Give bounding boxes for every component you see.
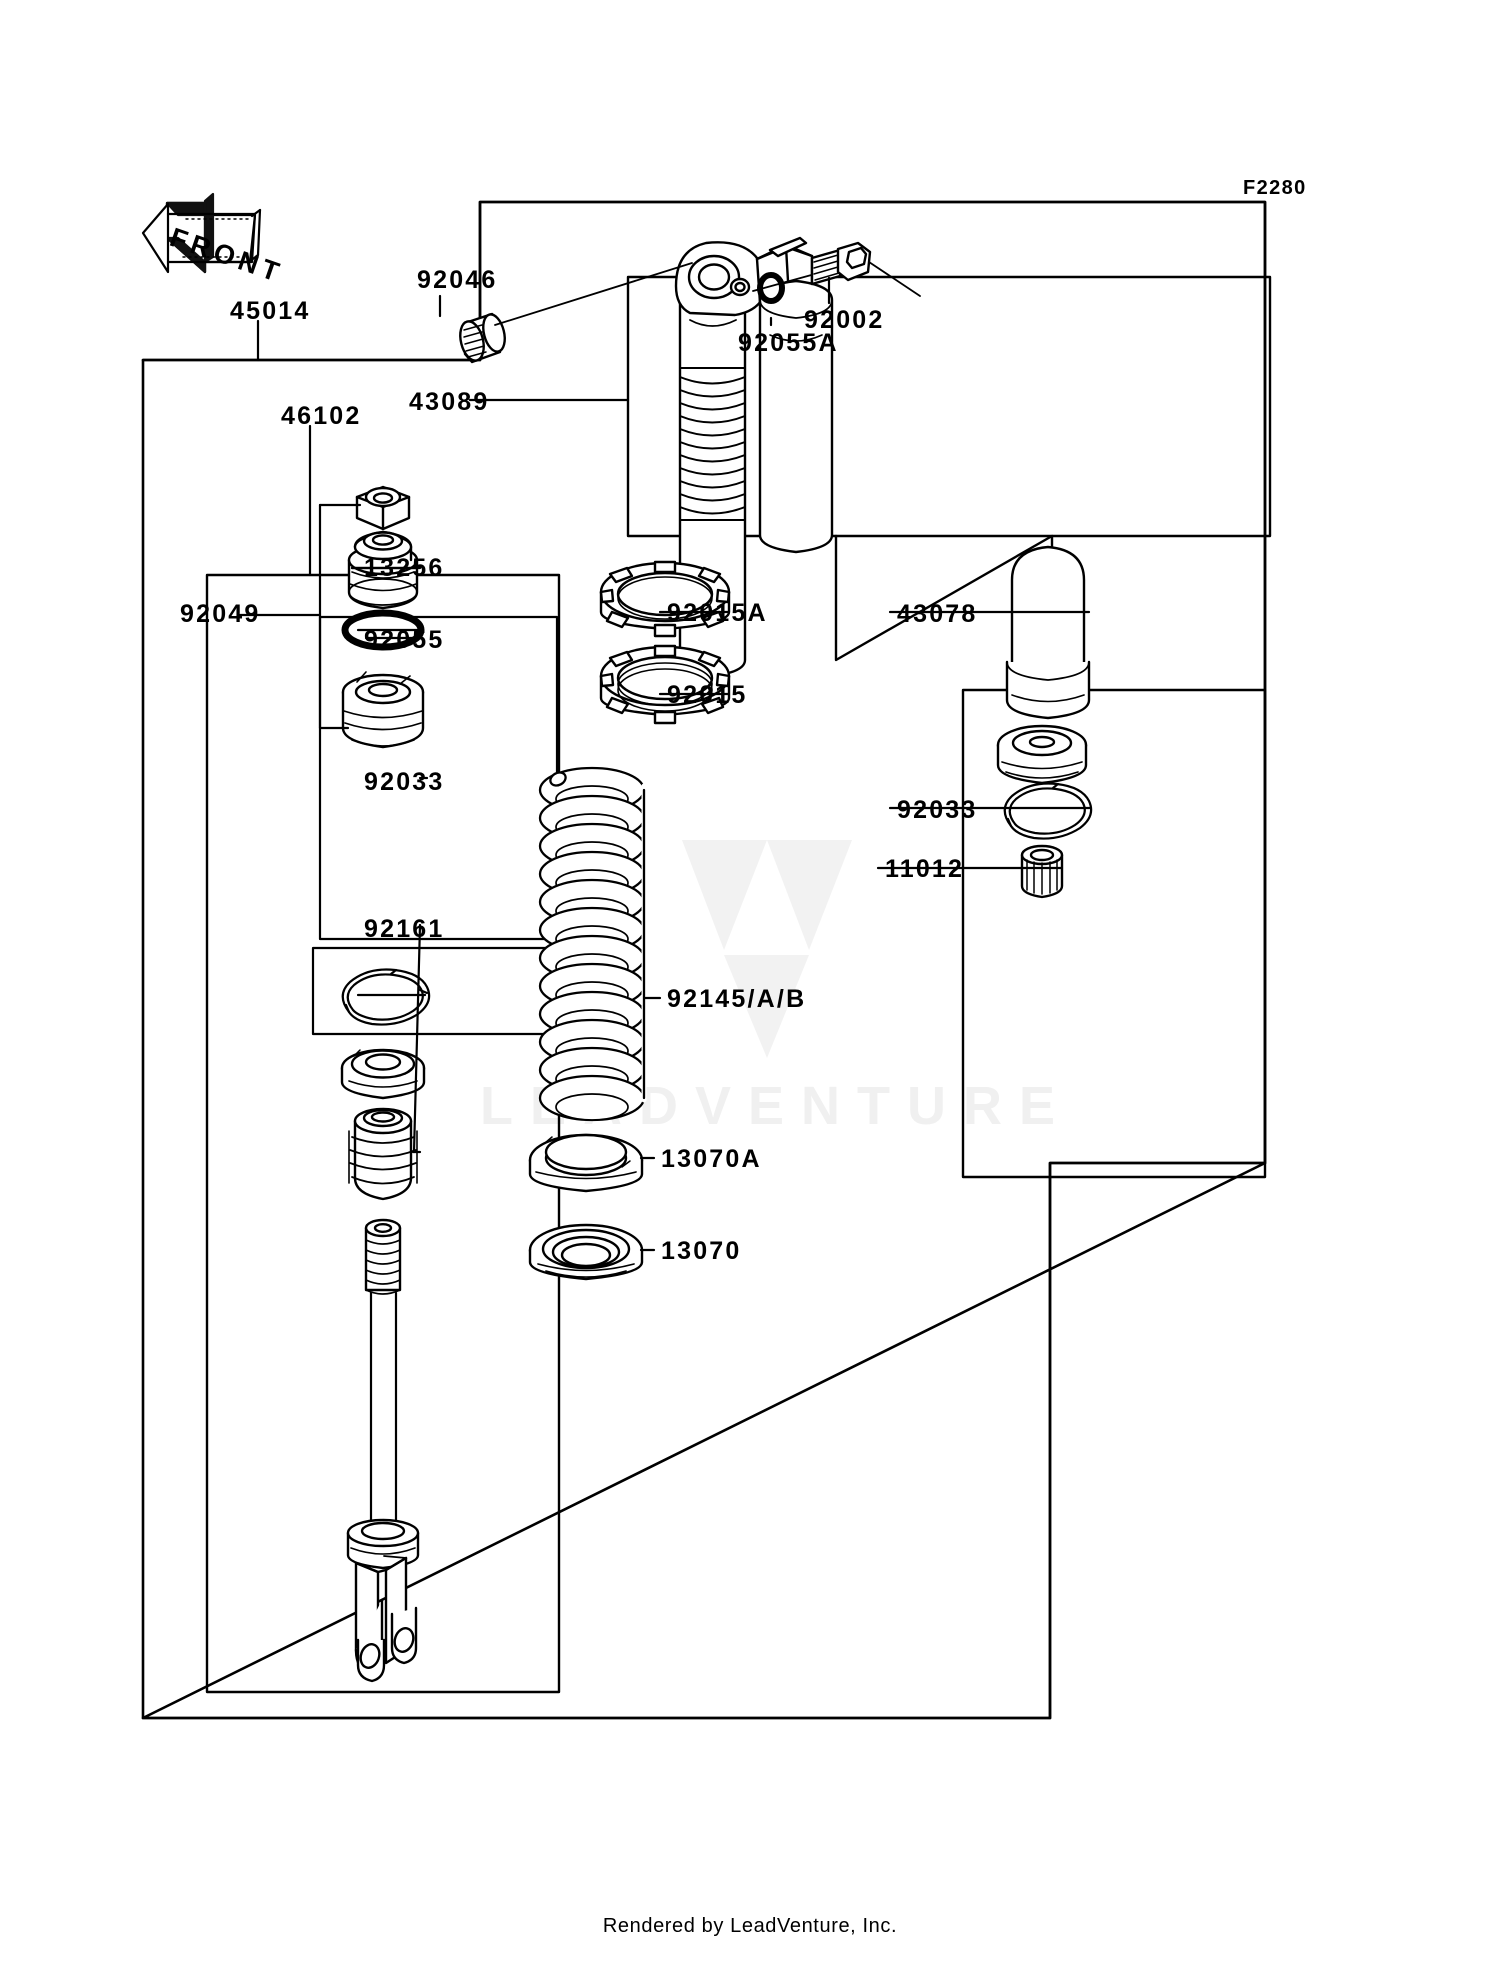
- bump-damper-92161-drawing: [348, 1107, 418, 1201]
- label-43089[interactable]: 43089: [409, 388, 490, 416]
- spring-seat-13070a-drawing: [528, 1133, 644, 1193]
- figure-code: F2280: [1243, 177, 1307, 199]
- label-43078[interactable]: 43078: [897, 600, 978, 628]
- damper-rod-drawing: [346, 1218, 420, 1683]
- label-92161[interactable]: 92161: [364, 915, 445, 943]
- label-92015[interactable]: 92015: [667, 681, 748, 709]
- front-arrow-icon: [141, 192, 262, 274]
- lock-nut-drawing: [355, 485, 411, 531]
- adjuster-ring-92015a-drawing: [599, 560, 731, 638]
- bladder-43078-drawing: [1005, 545, 1091, 720]
- label-92002[interactable]: 92002: [804, 306, 885, 334]
- snap-ring-left-drawing: [341, 968, 431, 1026]
- leader-lines: [238, 276, 1092, 1252]
- needle-bearing-drawing: [459, 262, 693, 364]
- adjuster-ring-92015-drawing: [599, 644, 731, 725]
- label-92033-left[interactable]: 92033: [364, 768, 445, 796]
- label-92055[interactable]: 92055: [364, 626, 445, 654]
- label-45014[interactable]: 45014: [230, 297, 311, 325]
- snap-ring-right-drawing: [1003, 782, 1093, 840]
- label-92049[interactable]: 92049: [180, 600, 261, 628]
- label-13256[interactable]: 13256: [364, 554, 445, 582]
- cap-11012-drawing: [1020, 844, 1064, 899]
- label-92055A[interactable]: 92055A: [738, 329, 839, 357]
- label-46102[interactable]: 46102: [281, 402, 362, 430]
- label-13070[interactable]: 13070: [661, 1237, 742, 1265]
- bolt-92002-drawing: [810, 241, 872, 286]
- spring-seat-13070-drawing: [528, 1223, 644, 1281]
- valve-stack-drawing: [341, 671, 425, 749]
- label-92046[interactable]: 92046: [417, 266, 498, 294]
- bladder-base-drawing: [996, 724, 1088, 785]
- label-92015A[interactable]: 92015A: [667, 599, 768, 627]
- rod-guide-13256-drawing: [347, 530, 419, 610]
- seal-holder-drawing: [340, 1048, 426, 1100]
- label-13070A[interactable]: 13070A: [661, 1145, 762, 1173]
- footer-credit: Rendered by LeadVenture, Inc.: [602, 1915, 898, 1937]
- coil-spring-92145-drawing: [538, 766, 647, 1122]
- label-92145[interactable]: 92145/A/B: [667, 985, 807, 1013]
- group-box-right: [961, 688, 1267, 1179]
- label-11012[interactable]: 11012: [885, 855, 965, 883]
- label-92033-right[interactable]: 92033: [897, 796, 978, 824]
